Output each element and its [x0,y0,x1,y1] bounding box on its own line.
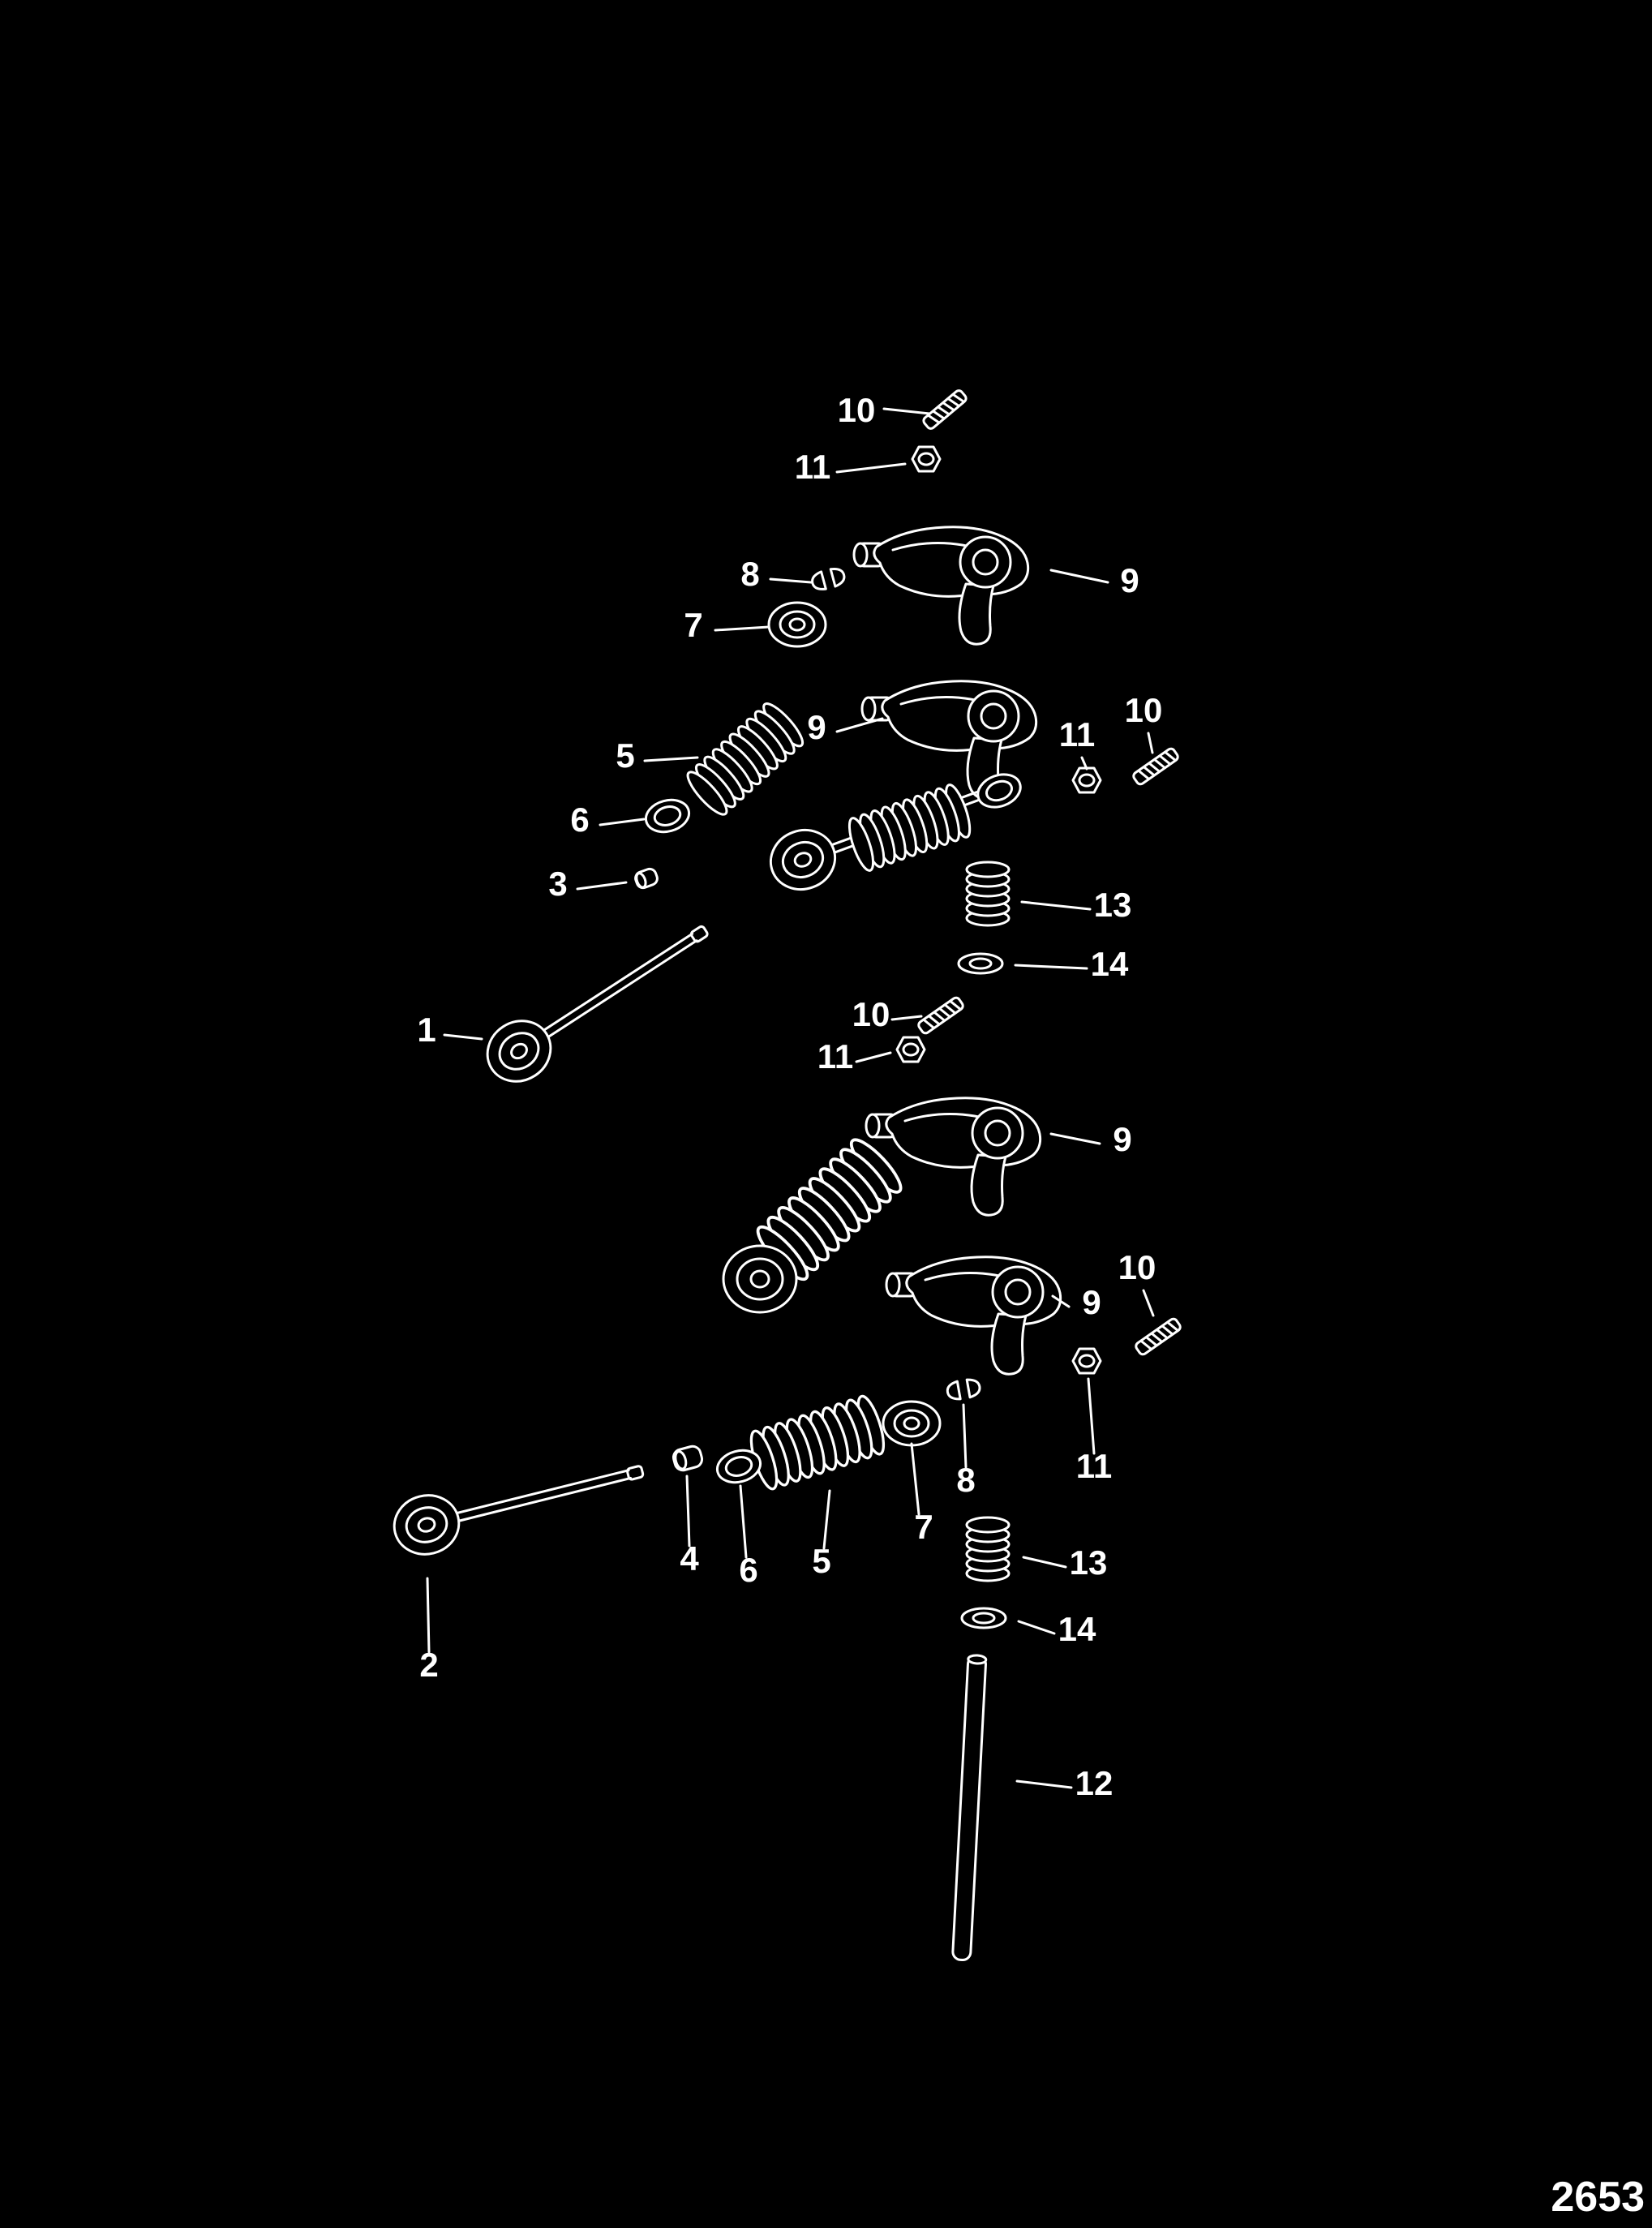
leader-line [835,717,884,733]
leader-line [739,1484,748,1559]
callout-label: 14 [1091,945,1129,983]
leader-line [426,1577,431,1654]
leader-line [882,407,931,415]
leader-line [962,1403,968,1469]
callout-label: 5 [616,736,634,775]
leader-line [1147,732,1154,754]
callout-label: 9 [1120,561,1139,599]
leader-line [1014,964,1088,970]
leader-line [1015,1779,1073,1789]
spring-retainer-drawing-big [722,1244,798,1314]
leader-line [1087,1377,1096,1455]
leader-line [1049,569,1109,584]
callout-label: 11 [817,1037,853,1075]
callout-label: 10 [1118,1248,1156,1286]
callout-label: 9 [1113,1120,1131,1158]
leader-line [1051,1294,1071,1308]
callout-label: 11 [1076,1447,1112,1485]
callout-label: 6 [570,801,589,839]
washer-drawing-top [957,952,1004,975]
callout-label: 10 [838,391,876,429]
leader-line [576,881,628,891]
callout-label: 12 [1075,1764,1113,1802]
callout-label: 3 [548,865,567,903]
leader-line [1017,1620,1056,1635]
leader-line [855,1051,892,1063]
callout-label: 7 [684,606,702,644]
leader-line [1080,756,1088,771]
callout-label: 10 [852,995,890,1033]
leader-line [443,1033,483,1041]
callout-labels: 10 11 8 7 9 5 9 11 10 6 3 13 14 10 11 1 … [417,391,1162,1802]
leader-line [643,756,699,762]
callout-label: 11 [795,448,830,486]
leader-line [1142,1289,1155,1317]
leader-line [910,1442,920,1516]
leader-line [1020,900,1092,911]
spring-retainer-drawing-lower [882,1400,942,1447]
callout-label: 4 [680,1539,699,1578]
leader-line [890,1015,923,1021]
nut-drawing-lower [1071,1347,1102,1375]
callout-label: 5 [812,1542,830,1580]
nut-drawing-right-1 [1071,766,1102,794]
callout-label: 9 [1082,1283,1101,1321]
callout-label: 8 [740,555,759,593]
callout-label: 14 [1058,1610,1096,1648]
leader-line [835,462,907,474]
callout-label: 7 [914,1508,933,1546]
callout-label: 9 [807,708,826,746]
leader-line [599,818,646,826]
pushrod-spring-drawing-lower [965,1516,1011,1582]
page-code: 2653 [1551,2174,1645,2221]
leader-line [1049,1132,1101,1145]
leader-line [769,577,813,584]
diagram-parts [386,388,1183,1962]
callout-label: 1 [417,1011,436,1049]
spring-retainer-drawing-top [767,601,827,648]
leader-line [1022,1556,1067,1569]
callout-label: 13 [1094,886,1132,924]
callout-label: 10 [1125,691,1163,729]
leader-line [822,1489,831,1550]
pushrod-spring-drawing-top [965,861,1011,927]
callout-label: 8 [956,1461,975,1499]
nut-drawing-top [911,445,942,473]
leader-line [685,1475,691,1548]
callout-label: 11 [1059,715,1095,753]
callout-label: 6 [739,1551,757,1589]
washer-drawing-lower [960,1607,1007,1629]
callout-label: 13 [1070,1543,1108,1582]
leader-lines [426,407,1155,1789]
callout-label: 2 [419,1646,438,1684]
leader-line [714,625,770,632]
nut-drawing-middle [895,1036,926,1063]
pushrod-drawing [951,1654,988,1962]
